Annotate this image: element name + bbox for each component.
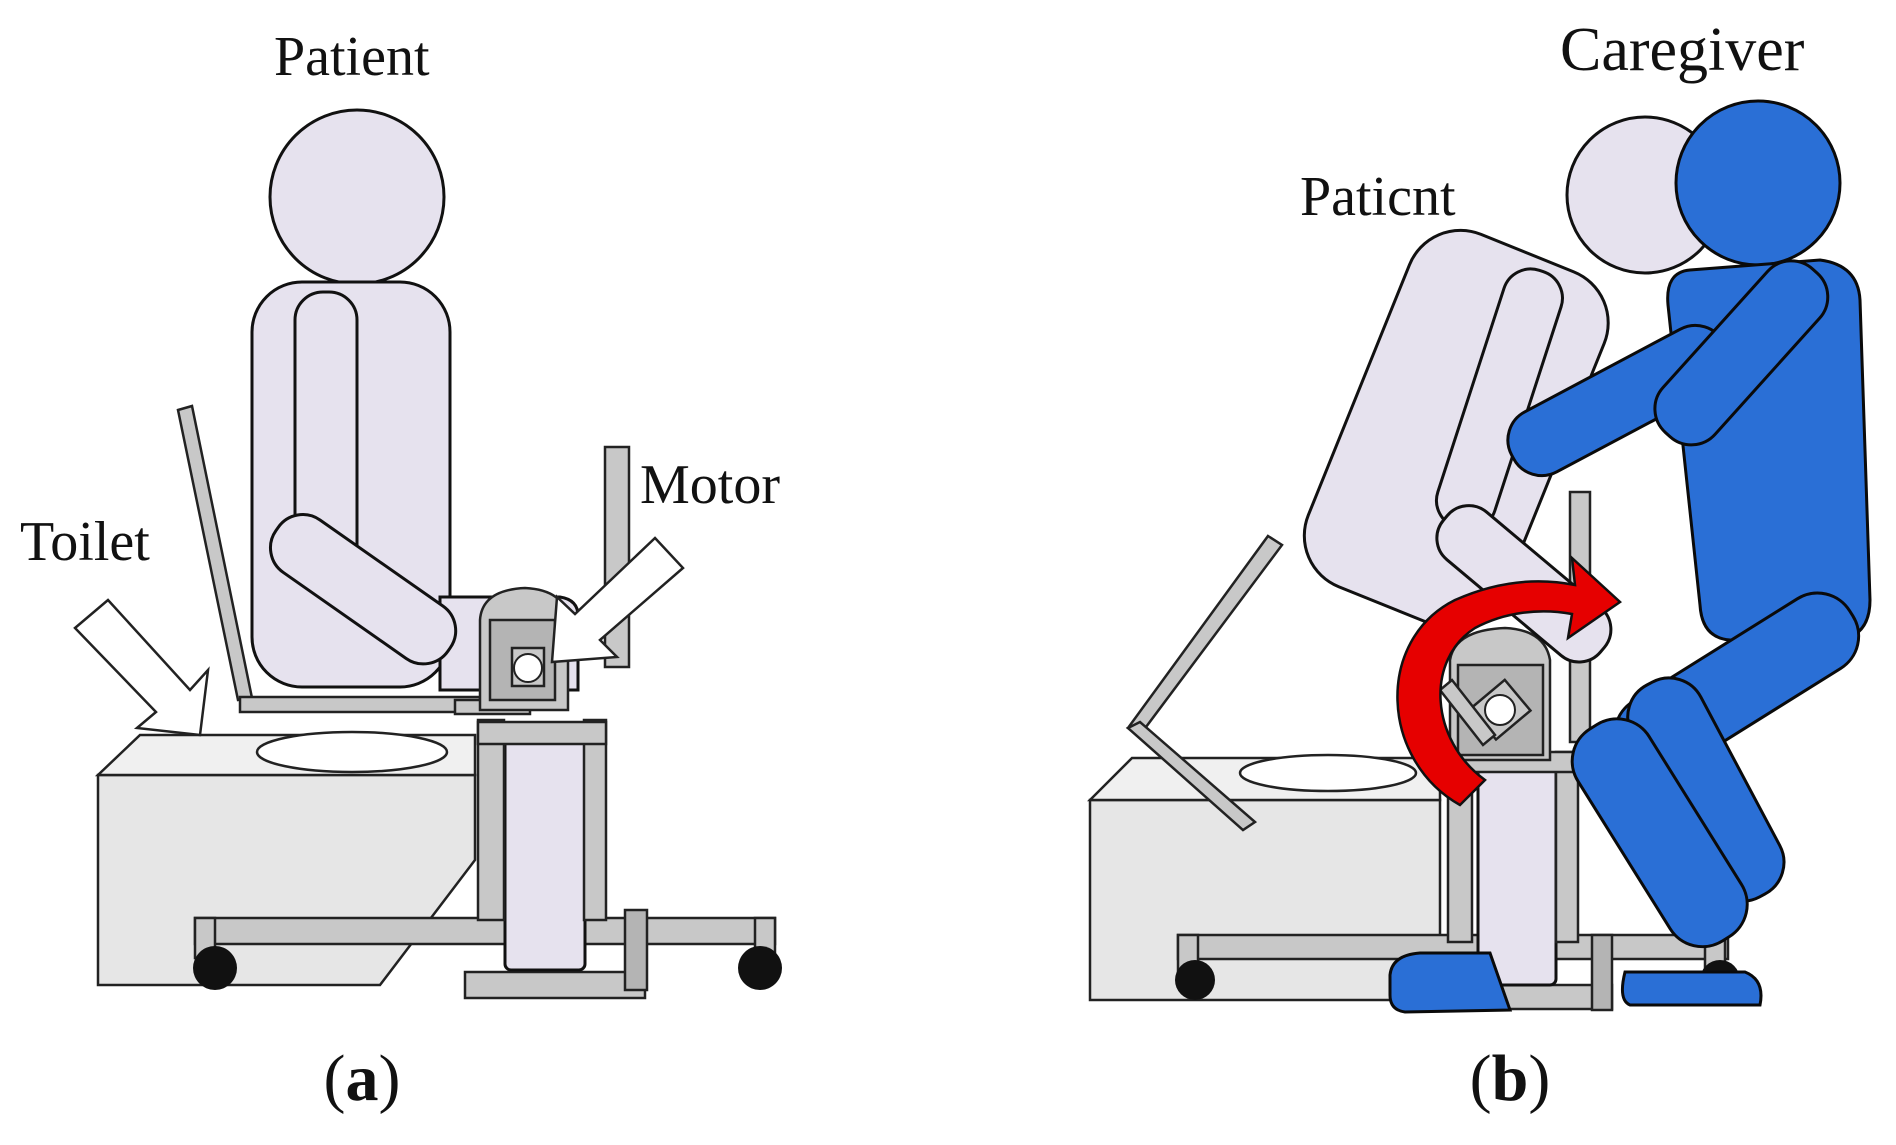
seat-a	[176, 404, 532, 716]
patient-label-a: Patient	[274, 26, 430, 88]
seat-b	[1125, 534, 1284, 832]
toilet-arrow-icon	[73, 598, 210, 737]
panel-a: Patient Toilet Motor (a)	[20, 26, 782, 1115]
toilet-b	[1086, 753, 1442, 1002]
rotation-arrow-icon	[1396, 554, 1622, 807]
patient-head	[268, 108, 446, 286]
caregiver-label: Caregiver	[1560, 16, 1805, 84]
caregiver-forearm	[1653, 259, 1830, 447]
caption-a: (a)	[324, 1042, 401, 1115]
caregiver-foot-front	[1388, 951, 1513, 1014]
base-frame-a	[193, 916, 782, 1000]
caregiver-head	[1674, 99, 1842, 267]
wheel-icon	[1175, 960, 1215, 1000]
caregiver	[1388, 99, 1872, 1014]
toilet-a	[94, 730, 477, 987]
patient-b	[1302, 115, 1725, 664]
wheel-icon	[193, 946, 237, 990]
caregiver-thigh-front	[1570, 717, 1749, 949]
panel-b: Paticnt Caregiver (b)	[1086, 16, 1872, 1115]
column-a	[476, 718, 649, 992]
motor-assembly-b	[1438, 626, 1552, 762]
toilet-label: Toilet	[20, 511, 150, 573]
patient-label-b: Paticnt	[1300, 166, 1456, 228]
motor-arrow-icon	[550, 536, 685, 664]
wheel-icon	[738, 946, 782, 990]
caption-b: (b)	[1470, 1042, 1551, 1115]
caregiver-foot-rear	[1620, 970, 1763, 1007]
motor-label: Motor	[640, 454, 780, 516]
motor-assembly-a	[478, 445, 631, 712]
patient-forearm	[268, 513, 458, 666]
